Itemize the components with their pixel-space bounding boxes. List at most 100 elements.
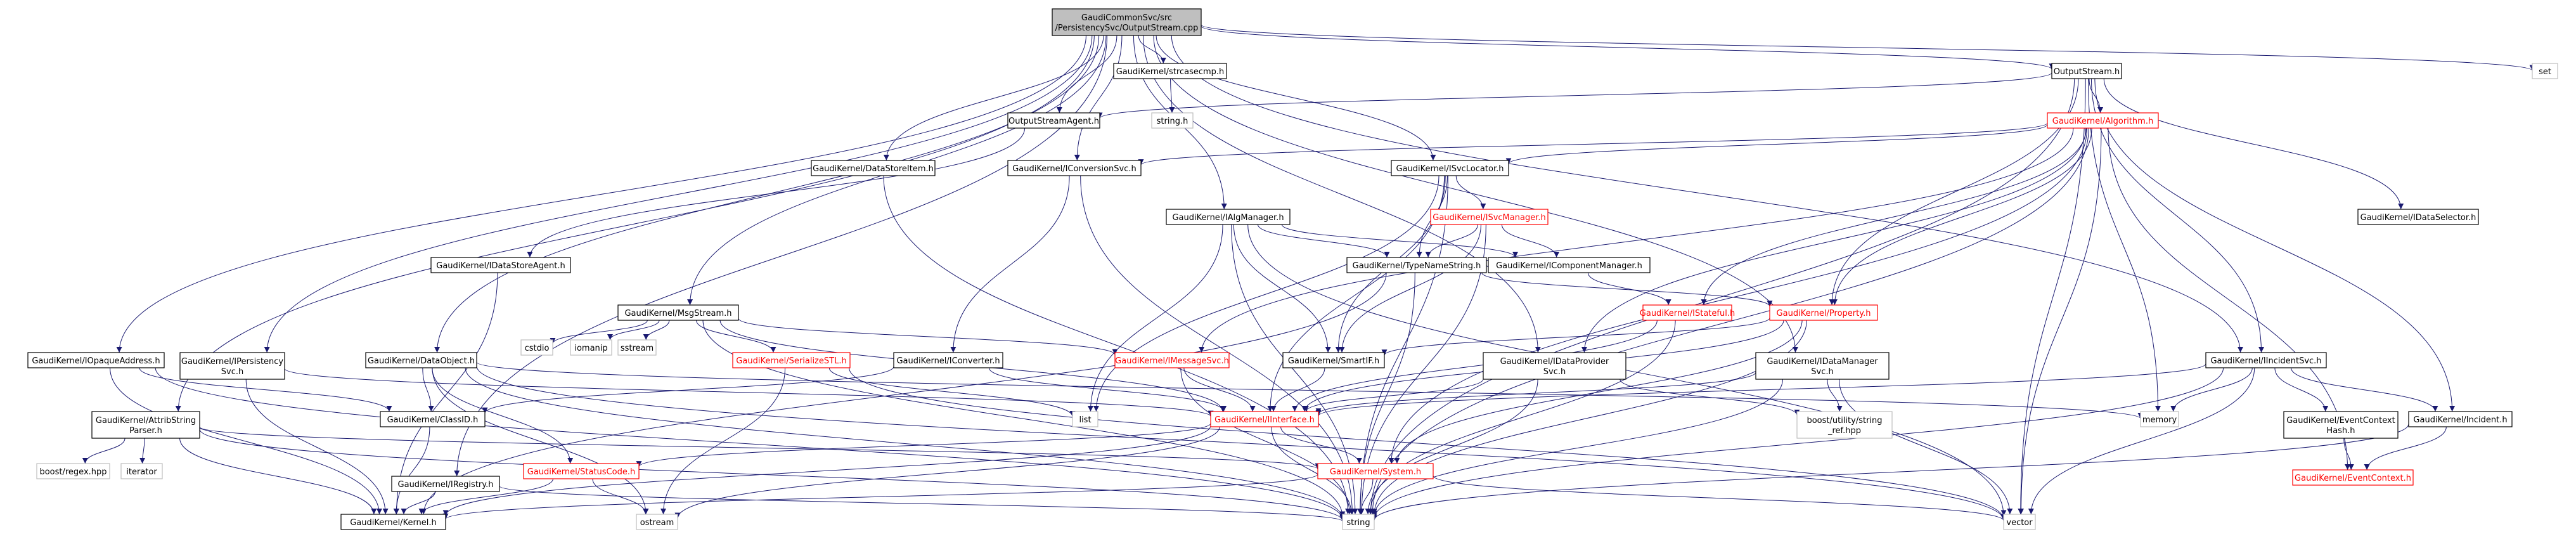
dependency-edge-outputstream-to-property	[1829, 78, 2079, 306]
node-label-eventcontexthash-1: Hash.h	[2326, 426, 2355, 436]
dependency-edge-idatamanagersvc-to-string	[1371, 379, 1784, 517]
node-box-iconverter	[893, 352, 1003, 368]
dependency-edge-idataprovidersvc-to-iinterface	[1303, 379, 1484, 412]
dependency-edge-idatamanagersvc-to-boostutility	[1827, 379, 1843, 412]
node-label-stringh-0: string.h	[1157, 117, 1188, 126]
node-box-iregistry	[391, 476, 500, 492]
node-dataobject[interactable]: GaudiKernel/DataObject.h	[365, 352, 477, 368]
node-box-boostutility	[1796, 411, 1893, 439]
node-label-system-0: GaudiKernel/System.h	[1330, 467, 1421, 477]
node-statuscode[interactable]: GaudiKernel/StatusCode.h	[523, 463, 640, 479]
dependency-edge-iopaqueaddress-to-kernel	[110, 367, 382, 515]
dependency-edge-iincidentsvc-to-vector	[2028, 367, 2255, 515]
node-box-iomanip	[570, 339, 612, 356]
dependency-edge-iincidentsvc-to-string	[1371, 367, 2224, 519]
dependency-edge-outputstreamagent-to-idatastoreagent	[527, 127, 1026, 258]
node-label-attribstringparser-1: Parser.h	[129, 426, 162, 436]
node-ialgmanager[interactable]: GaudiKernel/IAlgManager.h	[1166, 209, 1291, 225]
node-sstream: sstream	[617, 339, 657, 356]
dependency-edge-property-to-smartif	[1381, 317, 1770, 356]
node-iconversionsvc[interactable]: GaudiKernel/IConversionSvc.h	[1007, 160, 1142, 176]
dependency-edge-isvcmanager-to-string	[1358, 224, 1486, 515]
node-box-incident	[2408, 411, 2513, 427]
node-label-root-0: GaudiCommonSvc/src	[1081, 13, 1172, 23]
node-incident[interactable]: GaudiKernel/Incident.h	[2408, 411, 2513, 427]
dependency-edge-algorithm-to-iconversionsvc	[1138, 122, 2048, 166]
node-idataselector[interactable]: GaudiKernel/IDataSelector.h	[2357, 209, 2479, 225]
node-system[interactable]: GaudiKernel/System.h	[1317, 463, 1434, 479]
node-datastoreitem[interactable]: GaudiKernel/DataStoreItem.h	[811, 160, 936, 176]
node-label-outputstreamagent-0: OutputStreamAgent.h	[1008, 117, 1099, 126]
node-imessagesvc[interactable]: GaudiKernel/IMessageSvc.h	[1114, 352, 1230, 368]
node-istateful[interactable]: GaudiKernel/IStateful.h	[1640, 304, 1735, 321]
node-label-algorithm-0: GaudiKernel/Algorithm.h	[2052, 117, 2153, 126]
node-label-smartif-0: GaudiKernel/SmartIF.h	[1288, 356, 1379, 366]
node-box-imessagesvc	[1114, 352, 1230, 368]
node-typenamestring[interactable]: GaudiKernel/TypeNameString.h	[1346, 257, 1487, 273]
node-box-idatamanagersvc	[1755, 352, 1890, 380]
dependency-edge-attribstringparser-to-iterator	[139, 438, 146, 464]
node-ostream: ostream	[636, 514, 678, 530]
dependency-edge-classid-to-kernel	[393, 426, 430, 515]
dependency-edge-outputstream-to-incident	[2094, 78, 2456, 412]
node-label-iconversionsvc-0: GaudiKernel/IConversionSvc.h	[1012, 164, 1137, 174]
node-box-stringh	[1151, 112, 1194, 129]
node-iterator: iterator	[120, 463, 163, 479]
node-iconverter[interactable]: GaudiKernel/IConverter.h	[893, 352, 1003, 368]
node-label-dataobject-0: GaudiKernel/DataObject.h	[368, 356, 475, 366]
node-vector: vector	[2003, 514, 2036, 530]
node-box-string	[1342, 514, 1375, 530]
dependency-edge-serializestl-to-ostream	[660, 367, 786, 515]
node-iopaqueaddress[interactable]: GaudiKernel/IOpaqueAddress.h	[27, 352, 165, 368]
node-box-eventcontexthash	[2283, 411, 2399, 439]
node-box-outputstreamagent	[1007, 112, 1100, 129]
node-idatastoreagent[interactable]: GaudiKernel/IDataStoreAgent.h	[430, 257, 571, 273]
dependency-edge-idatamanagersvc-to-iinterface	[1315, 372, 1756, 415]
dependency-edge-attribstringparser-to-system	[199, 426, 1321, 469]
node-eventcontext[interactable]: GaudiKernel/EventContext.h	[2292, 469, 2414, 486]
node-isvclocator[interactable]: GaudiKernel/ISvcLocator.h	[1391, 160, 1509, 176]
dependency-edge-root-to-attribstringparser	[175, 35, 1095, 412]
node-strcasecmp[interactable]: GaudiKernel/strcasecmp.h	[1113, 63, 1227, 79]
node-outputstream[interactable]: OutputStream.h	[2051, 63, 2122, 79]
node-iregistry[interactable]: GaudiKernel/IRegistry.h	[391, 476, 500, 492]
node-algorithm[interactable]: GaudiKernel/Algorithm.h	[2047, 112, 2159, 129]
node-isvcmanager[interactable]: GaudiKernel/ISvcManager.h	[1430, 209, 1549, 225]
dependency-edge-iincidentsvc-to-incident	[2291, 367, 2438, 412]
node-icomponentmanager[interactable]: GaudiKernel/IComponentManager.h	[1488, 257, 1651, 273]
node-iinterface[interactable]: GaudiKernel/IInterface.h	[1210, 411, 1319, 427]
node-box-vector	[2003, 514, 2036, 530]
node-smartif[interactable]: GaudiKernel/SmartIF.h	[1282, 352, 1385, 368]
dependency-edge-system-to-kernel	[442, 474, 1318, 520]
node-outputstreamagent[interactable]: OutputStreamAgent.h	[1007, 112, 1100, 129]
node-kernel[interactable]: GaudiKernel/Kernel.h	[340, 514, 446, 530]
node-label-isvclocator-0: GaudiKernel/ISvcLocator.h	[1396, 164, 1504, 174]
node-box-strcasecmp	[1113, 63, 1227, 79]
dependency-edge-smartif-to-iinterface	[1270, 367, 1325, 412]
node-box-smartif	[1282, 352, 1385, 368]
node-box-iconversionsvc	[1007, 160, 1142, 176]
dependency-edge-algorithm-to-vector	[2018, 127, 2102, 515]
dependency-edge-system-to-string	[1358, 478, 1374, 515]
node-label-idatamanagersvc-1: Svc.h	[1811, 367, 1833, 377]
dependency-edge-root-to-datastoreitem	[883, 35, 1104, 161]
dependency-edge-root-to-iopaqueaddress	[116, 35, 1086, 353]
node-label-isvcmanager-0: GaudiKernel/ISvcManager.h	[1433, 213, 1545, 223]
dependency-edge-incident-to-string	[1371, 424, 2409, 521]
dependency-edge-ialgmanager-to-smartif	[1233, 224, 1331, 353]
node-msgstream[interactable]: GaudiKernel/MsgStream.h	[617, 304, 739, 321]
node-label-incident-0: GaudiKernel/Incident.h	[2413, 415, 2507, 425]
node-classid[interactable]: GaudiKernel/ClassID.h	[380, 411, 486, 427]
node-property[interactable]: GaudiKernel/Property.h	[1769, 304, 1878, 321]
dependency-edge-isvclocator-to-string	[1357, 175, 1448, 515]
node-serializestl[interactable]: GaudiKernel/SerializeSTL.h	[732, 352, 851, 368]
node-box-algorithm	[2047, 112, 2159, 129]
node-layer: GaudiCommonSvc/src/PersistencySvc/Output…	[27, 8, 2558, 530]
node-iincidentsvc[interactable]: GaudiKernel/IIncidentSvc.h	[2205, 352, 2327, 368]
node-root[interactable]: GaudiCommonSvc/src/PersistencySvc/Output…	[1052, 8, 1202, 36]
